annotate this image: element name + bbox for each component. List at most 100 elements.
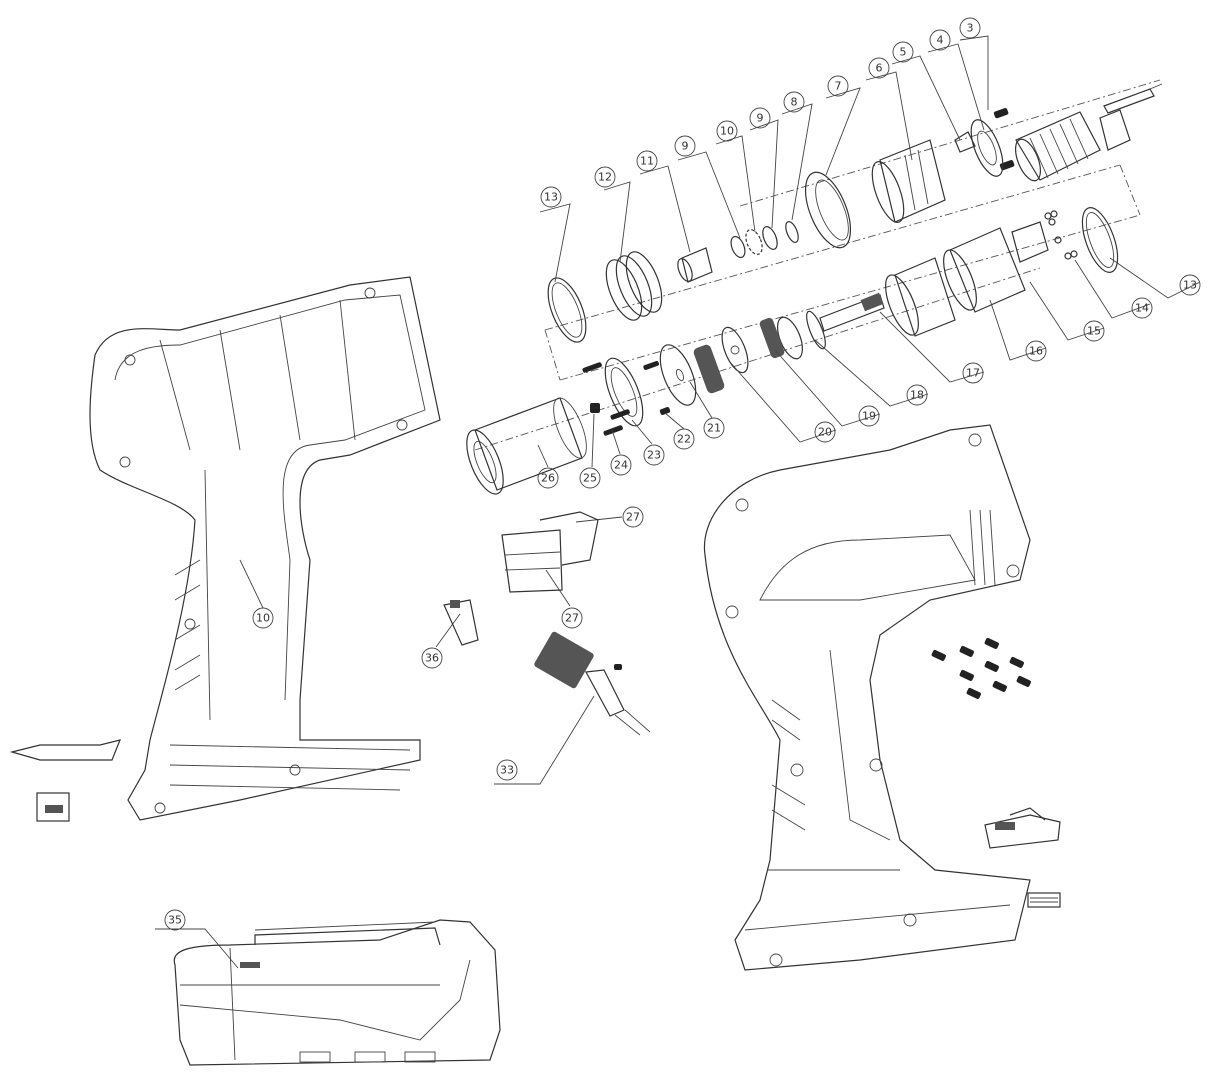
ring-13-left	[547, 277, 587, 343]
callout-20: 20	[814, 421, 836, 443]
callout-21: 21	[703, 417, 725, 439]
clutch-ring	[871, 139, 946, 223]
callout-22: 22	[673, 428, 695, 450]
callout-4: 4	[929, 29, 951, 51]
callout-23: 23	[643, 444, 665, 466]
svg-text:11: 11	[640, 155, 654, 168]
latch-spring	[1027, 892, 1061, 908]
callout-8: 8	[783, 91, 805, 113]
callout-15: 15	[1083, 320, 1105, 342]
svg-text:13: 13	[544, 191, 558, 204]
svg-text:36: 36	[425, 652, 439, 665]
svg-text:17: 17	[966, 367, 980, 380]
gearbox-housing	[943, 221, 1049, 313]
washer-22	[659, 344, 697, 406]
svg-text:33: 33	[500, 764, 514, 777]
svg-text:19: 19	[862, 410, 876, 423]
callout-10a: 10	[716, 120, 738, 142]
svg-text:12: 12	[598, 171, 612, 184]
clip-part	[36, 792, 70, 822]
part-callouts: 3 4 5 6 7 8 9 10 9 11 12 13 13 14 15 16 …	[164, 17, 1201, 931]
svg-text:27: 27	[626, 511, 640, 524]
svg-text:23: 23	[647, 449, 661, 462]
battery-latch	[984, 807, 1061, 849]
callout-9b: 9	[674, 135, 696, 157]
clutch-spring-clip	[954, 131, 976, 153]
svg-text:14: 14	[1135, 302, 1149, 315]
svg-text:27: 27	[565, 612, 579, 625]
svg-text:13: 13	[1183, 279, 1197, 292]
dc-motor	[466, 397, 587, 495]
ring-gear-7	[804, 171, 852, 249]
planet-gears-19	[759, 317, 785, 359]
chuck	[1014, 109, 1131, 182]
callout-27b: 27	[561, 607, 583, 629]
ring-13-right	[1081, 207, 1119, 273]
callout-19: 19	[858, 405, 880, 427]
callout-35: 35	[164, 909, 186, 931]
driver-bit	[1103, 83, 1163, 114]
motor-screws	[582, 360, 671, 436]
callout-26: 26	[537, 467, 559, 489]
callout-9a: 9	[749, 107, 771, 129]
svg-text:21: 21	[707, 422, 721, 435]
callout-17: 17	[962, 362, 984, 384]
speed-controller-heatsink	[534, 631, 651, 736]
callout-36: 36	[421, 647, 443, 669]
svg-text:5: 5	[900, 46, 907, 59]
callout-24: 24	[610, 454, 632, 476]
callout-3: 3	[959, 17, 981, 39]
svg-text:9: 9	[757, 112, 764, 125]
callout-13b: 13	[1179, 274, 1201, 296]
bit-holder	[9, 739, 121, 761]
motor-plate	[604, 357, 644, 427]
svg-text:26: 26	[541, 472, 555, 485]
svg-text:10: 10	[720, 125, 734, 138]
right-housing-half	[703, 424, 1031, 971]
callout-6: 6	[868, 57, 890, 79]
svg-text:25: 25	[583, 472, 597, 485]
output-spindle	[806, 292, 885, 350]
motor-pinion	[590, 403, 600, 413]
battery-pack	[173, 919, 501, 1066]
svg-text:9: 9	[682, 140, 689, 153]
housing-screws	[931, 637, 1031, 699]
callout-11: 11	[636, 150, 658, 172]
svg-text:10: 10	[256, 612, 270, 625]
svg-text:15: 15	[1087, 325, 1101, 338]
planet-gears-21	[693, 344, 725, 394]
svg-text:22: 22	[677, 433, 691, 446]
svg-text:20: 20	[818, 426, 832, 439]
chuck-screws	[993, 108, 1015, 171]
callout-25: 25	[579, 467, 601, 489]
svg-text:4: 4	[937, 34, 944, 47]
left-housing-half	[89, 276, 441, 821]
callout-7: 7	[827, 75, 849, 97]
callout-27a: 27	[622, 506, 644, 528]
trigger-switch	[501, 511, 599, 593]
callout-10b: 10	[252, 607, 274, 629]
leader-lines	[155, 35, 1201, 969]
svg-text:35: 35	[168, 914, 182, 927]
forward-reverse-switch	[443, 599, 479, 646]
callout-14: 14	[1131, 297, 1153, 319]
callout-13a: 13	[540, 186, 562, 208]
callout-16: 16	[1025, 340, 1047, 362]
sleeve	[677, 247, 713, 283]
svg-text:7: 7	[835, 80, 842, 93]
callout-33: 33	[496, 759, 518, 781]
clutch-plate	[970, 119, 1004, 177]
callout-18: 18	[906, 384, 928, 406]
callout-5: 5	[892, 41, 914, 63]
callout-12: 12	[594, 166, 616, 188]
svg-text:6: 6	[876, 62, 883, 75]
ring-gear-16	[885, 257, 956, 337]
svg-text:16: 16	[1029, 345, 1043, 358]
svg-text:8: 8	[791, 96, 798, 109]
washers	[730, 221, 799, 259]
svg-text:3: 3	[967, 22, 974, 35]
svg-text:18: 18	[910, 389, 924, 402]
svg-text:24: 24	[614, 459, 628, 472]
clutch-spring	[605, 251, 663, 321]
